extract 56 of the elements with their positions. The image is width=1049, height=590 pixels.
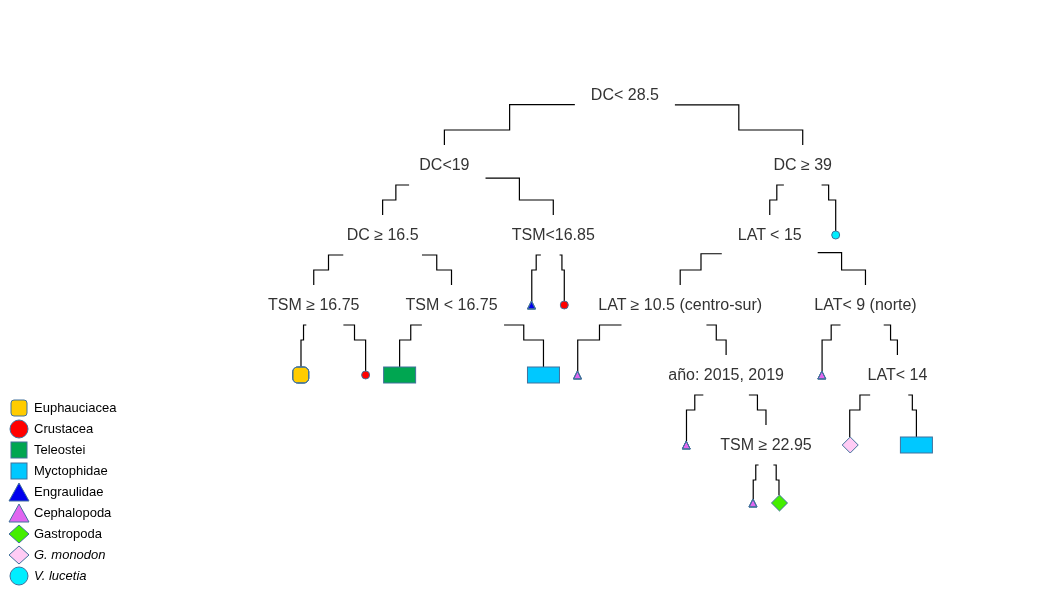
node-text: LAT< 9 (norte) — [814, 296, 917, 313]
node-box — [383, 366, 416, 384]
connector — [907, 394, 917, 438]
connector — [769, 184, 785, 216]
connector — [398, 324, 423, 368]
node-text: TSM ≥ 22.95 — [720, 436, 812, 453]
connector — [342, 324, 367, 372]
node-text: LAT< 14 — [867, 366, 928, 383]
connector — [313, 254, 344, 286]
legend-label: V. lucetia — [34, 568, 87, 583]
node-text: LAT < 15 — [737, 226, 802, 243]
connector — [679, 253, 723, 286]
connector — [883, 324, 898, 356]
connector — [816, 251, 866, 286]
node-text: DC ≥ 39 — [773, 156, 832, 173]
connector — [820, 184, 837, 232]
connector — [752, 464, 759, 501]
connector — [577, 324, 622, 373]
connector — [300, 324, 307, 369]
legend-label: G. monodon — [34, 547, 106, 562]
connector — [849, 394, 871, 438]
connector — [772, 464, 780, 496]
node-box — [899, 436, 933, 454]
node-text: TSM<16.85 — [511, 226, 595, 243]
connector — [531, 254, 542, 303]
connector — [821, 324, 841, 373]
node-diamond — [770, 494, 788, 512]
connector — [705, 324, 727, 356]
node-circle — [559, 300, 569, 310]
legend-label: Teleostei — [34, 442, 86, 457]
connector — [381, 184, 410, 216]
legend-label: Crustacea — [34, 421, 94, 436]
legend-label: Cephalopoda — [34, 505, 112, 520]
node-text: TSM < 16.75 — [405, 296, 498, 313]
connector — [674, 104, 804, 146]
connector — [748, 394, 767, 426]
node-text: DC<19 — [419, 156, 470, 173]
legend-label: Myctophidae — [34, 463, 108, 478]
connector — [484, 177, 554, 216]
node-diamond — [841, 436, 859, 454]
node-text: DC< 28.5 — [590, 86, 659, 103]
node-circle — [361, 370, 370, 380]
node-text: TSM ≥ 16.75 — [267, 296, 360, 313]
node-circle — [831, 230, 841, 240]
connector — [503, 324, 544, 368]
connector — [685, 394, 704, 443]
legend-label: Gastropoda — [34, 526, 102, 541]
node-text: DC ≥ 16.5 — [346, 226, 419, 243]
connector — [443, 104, 576, 146]
connector — [421, 254, 452, 286]
node-box — [526, 366, 560, 384]
legend-label: Euphauciacea — [34, 400, 117, 415]
connector — [558, 254, 565, 302]
legend-label: Engraulidae — [34, 484, 104, 499]
node-text: año: 2015, 2019 — [668, 366, 784, 383]
node-text: LAT ≥ 10.5 (centro-sur) — [598, 296, 762, 313]
